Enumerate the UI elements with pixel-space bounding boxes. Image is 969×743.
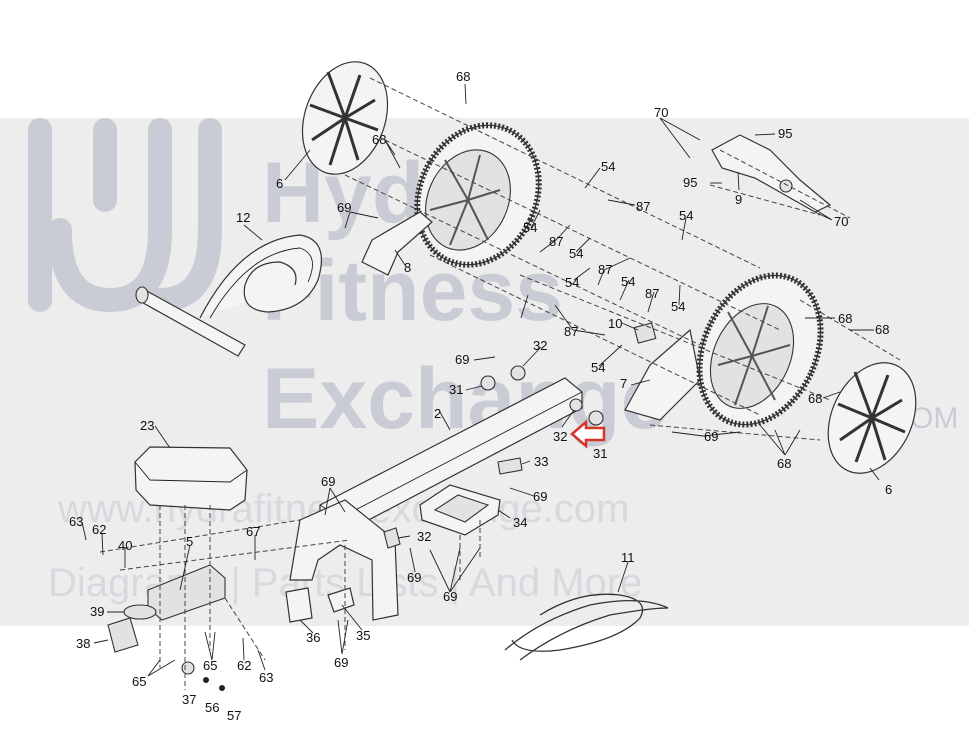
callout: 9: [735, 192, 742, 207]
callout: 57: [227, 708, 241, 723]
callout: 95: [778, 126, 792, 141]
strap: [135, 234, 322, 357]
callout: 7: [620, 376, 627, 391]
upper-bracket: [711, 134, 832, 213]
callout: 31: [449, 382, 463, 397]
fan-cover-right: [827, 362, 917, 474]
callout: 87: [549, 234, 563, 249]
callout: 10: [608, 316, 622, 331]
callout: 54: [671, 299, 685, 314]
callout: 33: [534, 454, 548, 469]
callout: 69: [321, 474, 335, 489]
callout: 69: [334, 655, 348, 670]
callout: 12: [236, 210, 250, 225]
callout: 5: [186, 534, 193, 549]
callout: 68: [777, 456, 791, 471]
callout: 35: [356, 628, 370, 643]
end-cap: [107, 617, 139, 653]
watermark-logo-icon: [28, 118, 222, 313]
callout: 6: [885, 482, 892, 497]
bracket-35: [327, 587, 355, 613]
callout: 68: [808, 391, 822, 406]
callout: 54: [591, 360, 605, 375]
callout: 54: [565, 275, 579, 290]
wheel-37: [181, 661, 195, 675]
callout: 69: [443, 589, 457, 604]
callout: 32: [553, 429, 567, 444]
callout: 68: [372, 132, 386, 147]
callout: 70: [834, 214, 848, 229]
callout: 67: [246, 524, 260, 539]
cable: [504, 593, 669, 661]
callout: 6: [276, 176, 283, 191]
callout: 31: [593, 446, 607, 461]
callout: 11: [621, 550, 635, 565]
callout: 62: [237, 658, 251, 673]
part-32c: [383, 527, 401, 549]
bracket-33: [497, 457, 523, 475]
callout: 69: [455, 352, 469, 367]
wheel-31b: [588, 410, 604, 426]
callout: 65: [132, 674, 146, 689]
fan-wheel-left: [414, 122, 542, 268]
rear-leg: [289, 499, 399, 621]
wheel-31a: [480, 375, 496, 391]
callout: 54: [601, 159, 615, 174]
callout: 54: [523, 220, 537, 235]
callout: 54: [621, 274, 635, 289]
callout: 32: [417, 529, 431, 544]
indicator-arrow-icon: [570, 419, 606, 449]
callout: 87: [636, 199, 650, 214]
callout: 32: [533, 338, 547, 353]
roller: [123, 604, 157, 620]
callout: 54: [569, 246, 583, 261]
callout-labels: 68 70 95 6 68 54 95 9 87 69 54 70 12 54 …: [69, 69, 892, 723]
block-36: [285, 587, 313, 623]
callout: 37: [182, 692, 196, 707]
part-32b: [569, 398, 583, 412]
callout: 87: [645, 286, 659, 301]
callout: 87: [598, 262, 612, 277]
callout: 36: [306, 630, 320, 645]
callout: 68: [838, 311, 852, 326]
callout: 34: [513, 515, 527, 530]
callout: 39: [90, 604, 104, 619]
callout: 23: [140, 418, 154, 433]
callout: 68: [875, 322, 889, 337]
callout: 54: [679, 208, 693, 223]
callout: 63: [69, 514, 83, 529]
assembly-lines: [99, 77, 901, 690]
callout: 69: [704, 429, 718, 444]
callout: 87: [564, 324, 578, 339]
part-10: [633, 322, 657, 344]
callout: 2: [434, 406, 441, 421]
callout: 38: [76, 636, 90, 651]
seat: [134, 446, 248, 511]
callout: 69: [407, 570, 421, 585]
fan-wheel-right: [624, 272, 824, 428]
leader-lines: [81, 83, 880, 677]
part-32a: [510, 365, 526, 381]
callout: 65: [203, 658, 217, 673]
callout: 40: [118, 538, 132, 553]
callout: 95: [683, 175, 697, 190]
callout: 8: [404, 260, 411, 275]
left-bracket: [361, 211, 433, 276]
callout: 70: [654, 105, 668, 120]
callout: 62: [92, 522, 106, 537]
fan-cover-left: [301, 61, 389, 175]
callout: 69: [533, 489, 547, 504]
callout: 69: [337, 200, 351, 215]
callout: 56: [205, 700, 219, 715]
callout: 68: [456, 69, 470, 84]
callout: 63: [259, 670, 273, 685]
